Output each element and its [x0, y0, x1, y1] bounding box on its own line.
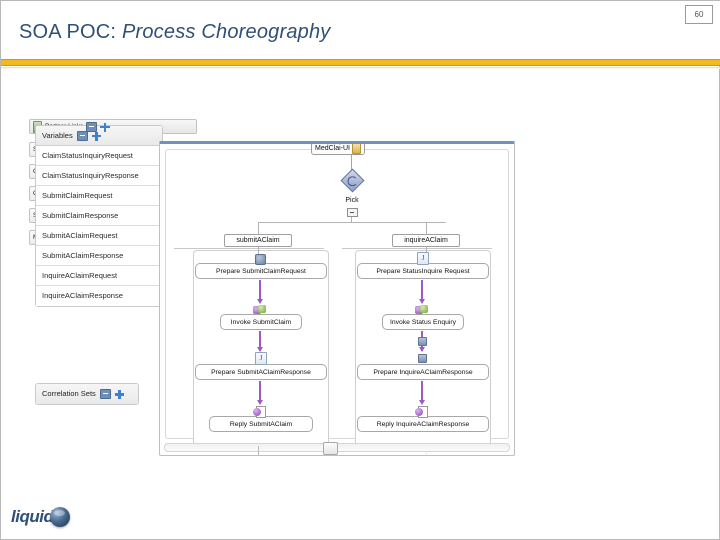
- arrowhead-icon: [418, 347, 425, 352]
- connector-client-to-pick: [351, 155, 352, 173]
- arrowhead-icon: [418, 400, 425, 405]
- connector-pick-down: [351, 212, 352, 223]
- arrowhead-icon: [256, 299, 263, 304]
- activity-node[interactable]: Invoke SubmitClaim: [220, 314, 302, 330]
- branch-label-submit[interactable]: submitAClaim: [224, 234, 292, 247]
- list-item[interactable]: InquireAClaimResponse: [36, 286, 162, 306]
- client-node[interactable]: MedClai-UI: [311, 144, 366, 155]
- arrowhead-icon: [256, 400, 263, 405]
- invoke-icon: [253, 305, 266, 314]
- title-italic-part: Process Choreography: [121, 21, 331, 43]
- sequence-submit-claim: Prepare SubmitClaimRequest Invoke Submit…: [193, 250, 329, 448]
- slide-header: SOA POC: Process Choreography: [1, 1, 720, 59]
- list-item[interactable]: SubmitAClaimRequest: [36, 226, 162, 246]
- collapse-icon[interactable]: [346, 208, 358, 217]
- gold-divider-bar: [1, 59, 720, 66]
- remove-partner-link-icon[interactable]: [86, 121, 98, 132]
- globe-icon: [50, 507, 71, 527]
- connector-arrow: [259, 280, 261, 302]
- connector-branch-right: [426, 222, 427, 234]
- arrowhead-icon: [256, 347, 263, 352]
- receive-icon: [255, 254, 266, 265]
- pick-label: Pick: [343, 197, 361, 204]
- list-item[interactable]: ClaimStatusInquiryRequest: [36, 146, 162, 166]
- activity-node[interactable]: Reply SubmitAClaim: [209, 416, 313, 432]
- pick-activity-node[interactable]: Pick: [332, 168, 372, 217]
- logo-wordmark: liquid: [11, 507, 54, 526]
- sequence-inquire-claim: J Prepare StatusInquire Request Invoke S…: [355, 250, 491, 448]
- connector-arrow: [421, 381, 423, 403]
- activity-node[interactable]: Prepare SubmitAClaimResponse: [195, 364, 327, 380]
- pick-icon: [339, 168, 365, 193]
- variables-panel-title: Variables: [42, 130, 73, 140]
- horizontal-scrollbar[interactable]: [164, 442, 510, 455]
- liquid-logo: liquid: [11, 507, 71, 527]
- invoke-icon: [415, 305, 428, 314]
- connector-into-left-seq: [258, 247, 259, 255]
- ui-form-icon: [352, 144, 362, 154]
- correlation-sets-header: Correlation Sets: [36, 384, 138, 404]
- correlation-sets-panel: Correlation Sets: [35, 383, 139, 405]
- connector-arrow: [259, 331, 261, 351]
- activity-node[interactable]: Reply InquireAClaimResponse: [357, 416, 489, 432]
- activity-node[interactable]: Invoke Status Enquiry: [382, 314, 464, 330]
- activity-node[interactable]: Prepare InquireAClaimResponse: [357, 364, 489, 380]
- list-item[interactable]: SubmitAClaimResponse: [36, 246, 162, 266]
- list-item[interactable]: ClaimStatusInquiryResponse: [36, 166, 162, 186]
- bpel-designer-canvas: Variables ClaimStatusInquiryRequest Clai…: [29, 119, 697, 459]
- correlation-marker-icon: [418, 354, 427, 363]
- add-variable-icon[interactable]: [91, 131, 102, 141]
- list-item[interactable]: SubmitClaimResponse: [36, 206, 162, 226]
- correlation-marker-icon: [418, 337, 427, 346]
- assign-icon: J: [255, 352, 267, 365]
- variables-panel-header: Variables: [36, 126, 162, 146]
- slide-number: 60: [685, 5, 713, 24]
- reply-icon: [415, 406, 428, 418]
- activity-node[interactable]: Prepare StatusInquire Request: [357, 263, 489, 279]
- reply-icon: [253, 406, 266, 418]
- client-node-label: MedClai-UI: [315, 145, 351, 152]
- variables-panel: Variables ClaimStatusInquiryRequest Clai…: [35, 125, 163, 307]
- page-title: SOA POC: Process Choreography: [19, 21, 331, 44]
- connector-arrow: [421, 280, 423, 302]
- arrowhead-icon: [418, 299, 425, 304]
- connector-branch-left: [258, 222, 259, 234]
- connector-left-tail: [258, 446, 259, 455]
- assign-icon: J: [417, 252, 429, 265]
- process-diagram-panel: MedClai-UI Pick submitAClaim: [159, 141, 515, 456]
- list-item[interactable]: InquireAClaimRequest: [36, 266, 162, 286]
- add-partner-link-icon[interactable]: [100, 122, 110, 132]
- list-item[interactable]: SubmitClaimRequest: [36, 186, 162, 206]
- title-plain-part: SOA POC:: [19, 21, 117, 43]
- correlation-sets-title: Correlation Sets: [42, 389, 96, 398]
- remove-variable-icon[interactable]: [76, 130, 88, 141]
- connector-arrow: [259, 381, 261, 403]
- diagram-inner-frame: MedClai-UI Pick submitAClaim: [165, 144, 509, 455]
- branch-right-rule: [342, 248, 492, 249]
- branch-left-rule: [174, 248, 324, 249]
- branch-split-line: [258, 222, 446, 223]
- branch-label-inquire[interactable]: inquireAClaim: [392, 234, 460, 247]
- add-correlation-set-icon[interactable]: [114, 390, 125, 399]
- connector-into-right-seq: [426, 247, 427, 255]
- remove-correlation-set-icon[interactable]: [99, 389, 111, 399]
- activity-node[interactable]: Prepare SubmitClaimRequest: [195, 263, 327, 279]
- scrollbar-thumb[interactable]: [323, 442, 339, 455]
- gold-divider-shadow: [1, 67, 720, 69]
